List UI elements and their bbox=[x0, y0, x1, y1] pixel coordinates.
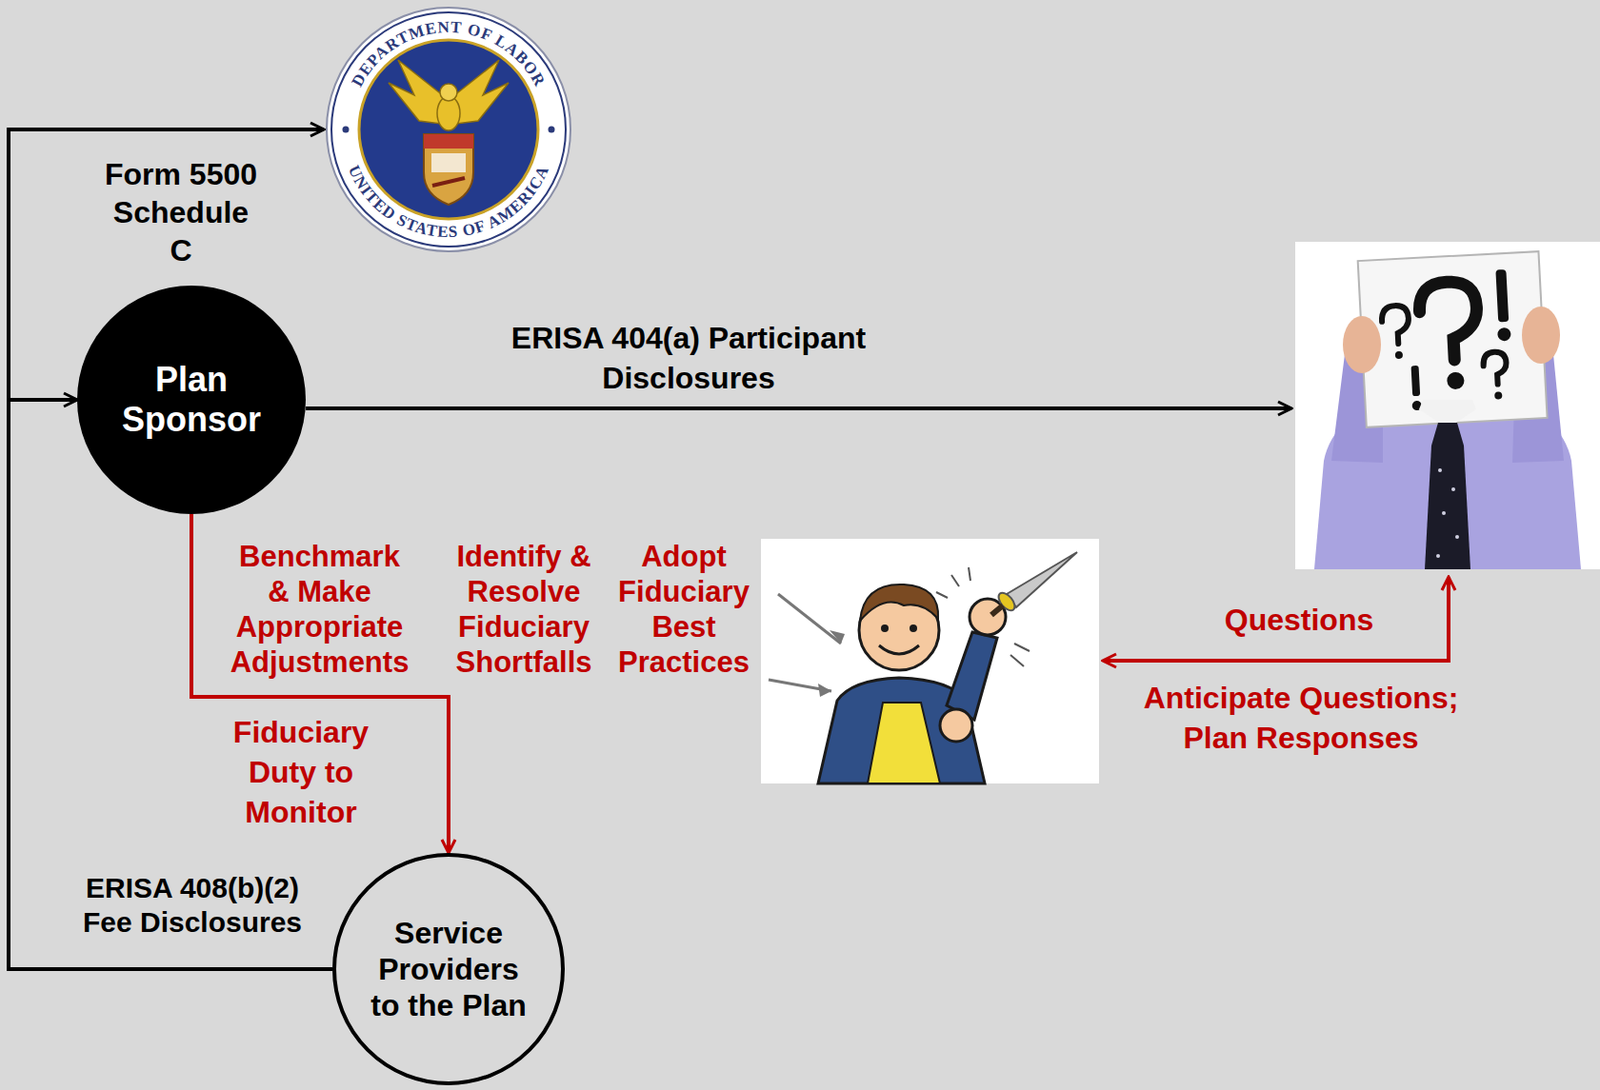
node-text: Service Providers to the Plan bbox=[360, 915, 538, 1024]
seal-text: UNITED STATES OF AMERICA bbox=[344, 162, 553, 241]
questions-arrow bbox=[1102, 577, 1449, 661]
disclosure-label: ERISA 404(a) Participant Disclosures bbox=[469, 318, 908, 399]
disclosure-arrow bbox=[305, 406, 1292, 411]
action-note: Benchmark & Make Appropriate Adjustments bbox=[226, 539, 413, 680]
fighter-cartoon bbox=[760, 539, 1100, 784]
edge-label: Fiduciary Duty to Monitor bbox=[215, 712, 387, 833]
node-text: Plan Sponsor bbox=[115, 360, 268, 440]
agency-seal: DEPARTMENT OF LABOR UNITED STATES OF AMER… bbox=[323, 4, 574, 255]
connector bbox=[191, 514, 449, 854]
edge-label: Form 5500 Schedule C bbox=[100, 155, 262, 270]
edge-label: ERISA 408(b)(2) Fee Disclosures bbox=[59, 871, 326, 940]
response-note: Anticipate Questions; Plan Responses bbox=[1129, 678, 1473, 759]
participant-picture bbox=[1295, 241, 1600, 570]
action-note: Identify & Resolve Fiduciary Shortfalls bbox=[447, 539, 600, 680]
action-note: Adopt Fiduciary Best Practices bbox=[609, 539, 759, 680]
provider-circle: Service Providers to the Plan bbox=[332, 853, 565, 1086]
sponsor-circle: Plan Sponsor bbox=[77, 285, 306, 515]
questions-label: Questions bbox=[1222, 601, 1376, 639]
seal-emblem: DEPARTMENT OF LABOR UNITED STATES OF AMER… bbox=[323, 4, 574, 255]
seal-text: DEPARTMENT OF LABOR bbox=[348, 18, 550, 90]
